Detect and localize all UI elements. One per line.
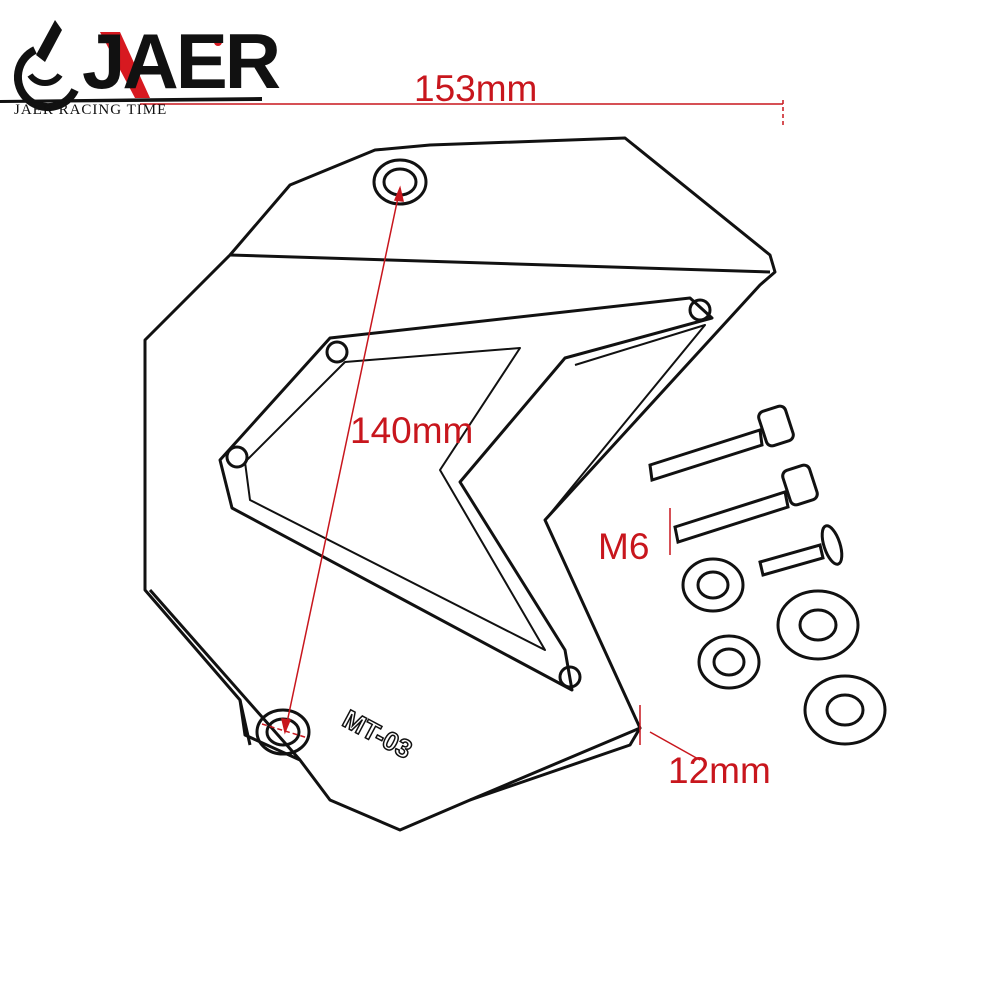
logo-tagline: JAER RACING TIME (14, 102, 168, 118)
part-marking: MT-03 (338, 704, 417, 765)
spacer-icon (697, 634, 761, 690)
dimension-lines (140, 100, 784, 761)
washer-icon (776, 589, 860, 661)
screw-icon (758, 543, 825, 577)
bolts-and-washers (648, 404, 887, 746)
bolt-icon (673, 490, 790, 544)
width-dimension-label: 153mm (414, 68, 538, 109)
bolt-size-label: M6 (598, 526, 650, 567)
bolt-icon (648, 428, 764, 482)
bolt-head-icon (757, 404, 795, 448)
washer-icon (803, 674, 887, 746)
logo-emblem-icon (0, 20, 262, 112)
cover-plate (143, 136, 777, 832)
screw-head-icon (820, 524, 844, 566)
logo-wordmark: JAER (82, 17, 281, 105)
thickness-dimension-label: 12mm (668, 750, 771, 791)
hole-spacing-dimension-label: 140mm (350, 410, 474, 451)
spacer-icon (681, 557, 745, 613)
bolt-head-icon (781, 463, 819, 507)
